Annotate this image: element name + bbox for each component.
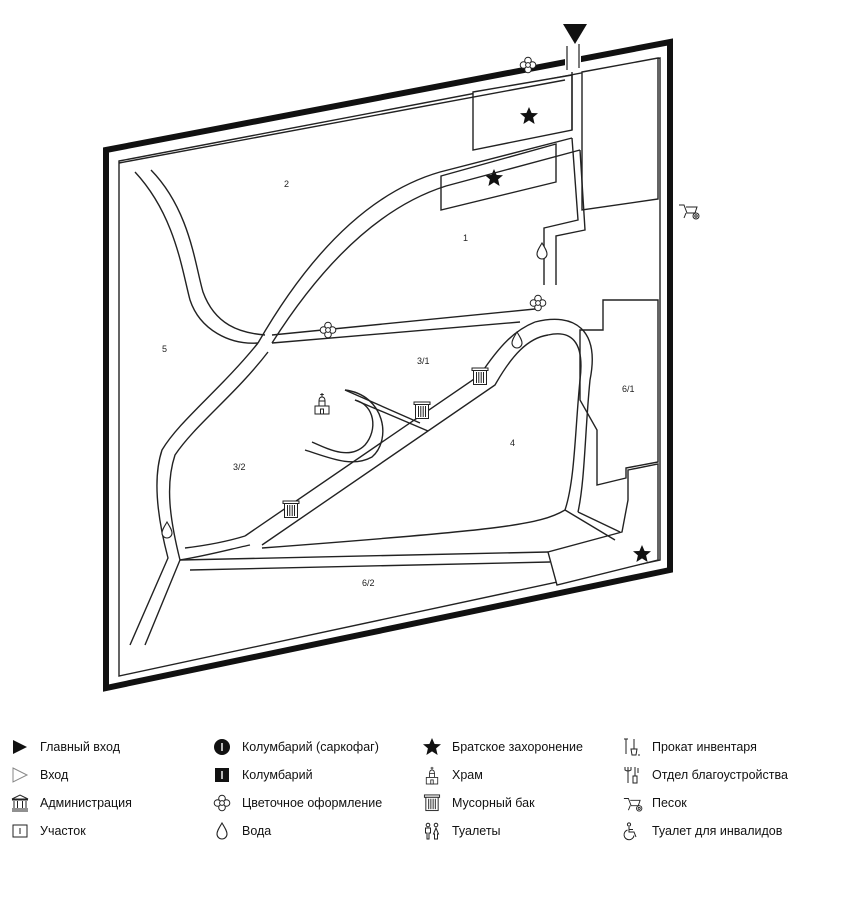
main-entrance-icon: [563, 24, 587, 44]
main-entrance-gate: [565, 44, 581, 70]
administration-icon: [10, 793, 30, 813]
map-legend: Главный вход Вход Администрация Участок …: [0, 730, 842, 850]
legend-columbarium-sarcophagus: Колумбарий (саркофаг): [212, 736, 379, 758]
legend-flower-decoration: Цветочное оформление: [212, 792, 382, 814]
legend-label: Храм: [452, 768, 483, 782]
temple-icon: [422, 765, 442, 785]
legend-label: Вход: [40, 768, 69, 782]
legend-label: Туалет для инвалидов: [652, 824, 783, 838]
plot-icon: [10, 821, 30, 841]
block-top-right: [581, 57, 659, 211]
columbarium-sarcophagus-icon: [212, 737, 232, 757]
legend-label: Колумбарий (саркофаг): [242, 740, 379, 754]
entrance-icon: [10, 765, 30, 785]
mass-grave-icon: [422, 737, 442, 757]
section-label-2: 2: [284, 179, 289, 189]
legend-administration: Администрация: [10, 792, 132, 814]
cemetery-boundary: [103, 38, 673, 692]
main-entrance-icon: [10, 737, 30, 757]
landscaping-department-icon: [622, 765, 642, 785]
legend-label: Главный вход: [40, 740, 121, 754]
legend-label: Туалеты: [452, 824, 501, 838]
legend-trash-bin: Мусорный бак: [422, 792, 535, 814]
legend-label: Отдел благоустройства: [652, 768, 788, 782]
section-label-5: 5: [162, 344, 167, 354]
toilets-icon: [422, 821, 442, 841]
legend-label: Песок: [652, 796, 687, 810]
section-label-6-2: 6/2: [362, 578, 375, 588]
legend-label: Участок: [40, 824, 86, 838]
cemetery-map: 1 2 3/1 3/2 4 5 6/1 6/2: [103, 24, 700, 692]
legend-tool-rental: Прокат инвентаря: [622, 736, 757, 758]
paths: [118, 72, 621, 646]
legend-accessible-toilet: Туалет для инвалидов: [622, 820, 782, 842]
block-6-1: [579, 299, 659, 486]
legend-water: Вода: [212, 820, 271, 842]
trash-bin-icon: [413, 401, 431, 419]
legend-landscaping-department: Отдел благоустройства: [622, 764, 788, 786]
legend-temple: Храм: [422, 764, 483, 786]
legend-columbarium: Колумбарий: [212, 764, 313, 786]
section-label-4: 4: [510, 438, 515, 448]
section-label-1: 1: [463, 233, 468, 243]
section-label-6-1: 6/1: [622, 384, 635, 394]
columbarium-icon: [212, 765, 232, 785]
legend-plot: Участок: [10, 820, 86, 842]
legend-entrance: Вход: [10, 764, 68, 786]
water-icon: [212, 821, 232, 841]
trash-bin-icon: [282, 500, 300, 518]
legend-label: Цветочное оформление: [242, 796, 383, 810]
sand-icon: [678, 204, 700, 220]
trash-bin-icon: [422, 793, 442, 813]
section-label-3-2: 3/2: [233, 462, 246, 472]
mass-grave-block-3: [547, 463, 659, 586]
legend-main-entrance: Главный вход: [10, 736, 120, 758]
flower-decoration-icon: [212, 793, 232, 813]
legend-label: Вода: [242, 824, 272, 838]
legend-toilets: Туалеты: [422, 820, 501, 842]
legend-sand: Песок: [622, 792, 687, 814]
sand-icon: [622, 793, 643, 813]
legend-label: Прокат инвентаря: [652, 740, 757, 754]
legend-label: Администрация: [40, 796, 132, 810]
tool-rental-icon: [622, 737, 642, 757]
legend-label: Братское захоронение: [452, 740, 583, 754]
legend-mass-grave: Братское захоронение: [422, 736, 583, 758]
section-label-3-1: 3/1: [417, 356, 430, 366]
trash-bin-icon: [471, 367, 489, 385]
legend-label: Мусорный бак: [452, 796, 535, 810]
accessible-toilet-icon: [622, 821, 642, 841]
legend-label: Колумбарий: [242, 768, 313, 782]
